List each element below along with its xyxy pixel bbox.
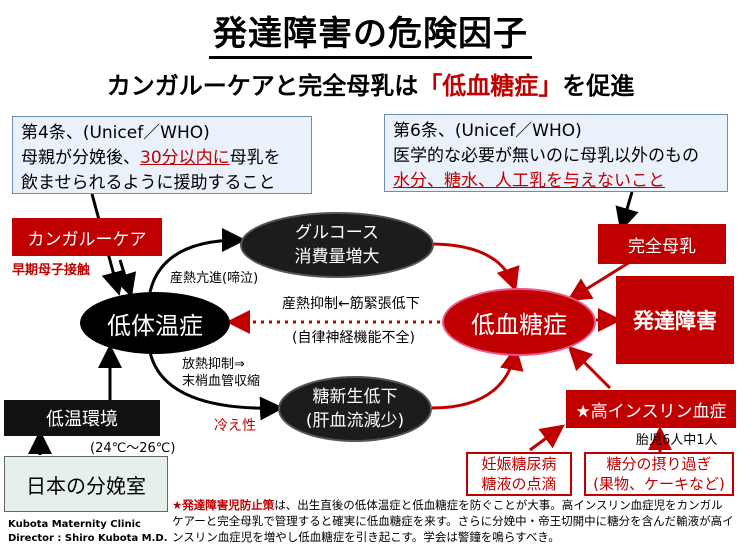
- high-insulin-box: ★高インスリン血症: [566, 390, 736, 428]
- article4-line2: 飲ませられるように援助すること: [21, 173, 276, 193]
- full-breastfeeding-box: 完全母乳: [598, 224, 726, 264]
- note-star: ★発達障害児防止策: [172, 498, 275, 512]
- heat-production-label: 産熱亢進(啼泣): [170, 271, 259, 286]
- subtitle-suffix: を促進: [562, 72, 635, 100]
- japan-delivery-room-box: 日本の分娩室: [4, 456, 168, 512]
- article6-box: 第6条、(Unicef／WHO) 医学的な必要が無いのに母乳以外のもの 水分、糖…: [384, 114, 728, 192]
- subtitle-prefix: カンガルーケアと完全母乳は: [106, 72, 419, 100]
- autonomic-label: (自律神経機能不全): [292, 330, 415, 346]
- prevention-note: ★発達障害児防止策は、出生直後の低体温症と低血糖症を防ぐことが大事。高インスリン…: [172, 497, 734, 545]
- gluconeogenesis-node: 糖新生低下(肝血流減少): [280, 378, 430, 440]
- kangaroo-care-box: カンガルーケア: [12, 218, 162, 256]
- article4-line1: 母親が分娩後、30分以内に母乳を: [21, 148, 281, 168]
- heat-release-label: 放熱抑制⇒末梢血管収縮: [182, 357, 261, 389]
- hypothermia-node: 低体温症: [80, 292, 230, 354]
- heat-suppression-label: 産熱抑制←筋緊張低下: [282, 296, 420, 312]
- infant-ratio-label: 胎児6人中1人: [636, 433, 718, 448]
- article6-head: 第6条、(Unicef／WHO): [393, 121, 582, 141]
- article4-box: 第4条、(Unicef／WHO) 母親が分娩後、30分以内に母乳を 飲ませられる…: [12, 116, 312, 194]
- cold-label: 冷え性: [214, 418, 256, 434]
- developmental-disorder-box: 発達障害: [616, 276, 734, 364]
- temp-range-label: (24℃～26℃): [90, 441, 176, 456]
- low-temp-env-box: 低温環境: [4, 400, 160, 436]
- article6-highlight: 水分、糖水、人工乳を与えないこと: [393, 171, 665, 191]
- subtitle-highlight: 「低血糖症」: [418, 72, 563, 100]
- early-contact-label: 早期母子接触: [12, 263, 91, 278]
- note-text: は、出生直後の低体温症と低血糖症を防ぐことが大事。高インスリン血症児をカンガルケ…: [172, 498, 734, 544]
- article6-line1: 医学的な必要が無いのに母乳以外のもの: [393, 146, 699, 166]
- sugar-intake-box: 糖分の摂り過ぎ(果物、ケーキなど): [584, 452, 734, 496]
- article4-highlight: 30分以内に: [140, 148, 230, 168]
- hypoglycemia-node: 低血糖症: [444, 290, 594, 354]
- glucose-consumption-node: グルコース消費量増大: [242, 214, 432, 276]
- page-title: 発達障害の危険因子: [0, 6, 741, 59]
- subtitle: カンガルーケアと完全母乳は「低血糖症」を促進: [0, 66, 741, 101]
- article4-head: 第4条、(Unicef／WHO): [21, 123, 210, 143]
- gdm-box: 妊娠糖尿病糖液の点滴: [466, 452, 572, 496]
